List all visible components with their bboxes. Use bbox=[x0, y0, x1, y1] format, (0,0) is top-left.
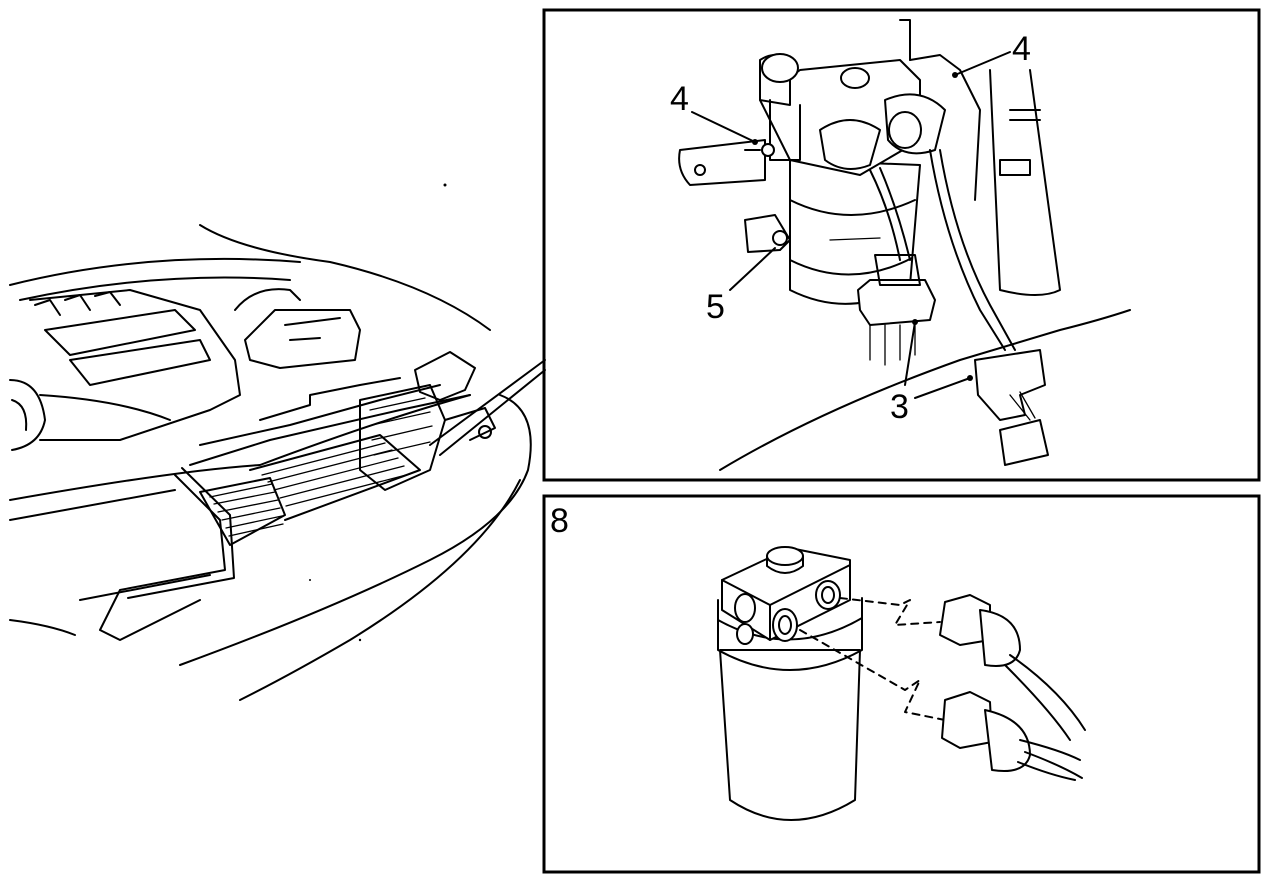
callout-4-right: 4 bbox=[1012, 30, 1031, 68]
receiver-drier bbox=[719, 649, 861, 821]
callout-5-leader bbox=[729, 247, 776, 291]
callout-3: 3 bbox=[890, 388, 909, 426]
callout-3-leader bbox=[914, 377, 971, 399]
callout-4-right-leader bbox=[954, 51, 1011, 76]
top-inset-border bbox=[542, 8, 1261, 482]
callout-4-left-leader bbox=[691, 111, 756, 143]
callout-5: 5 bbox=[706, 288, 725, 326]
pressure-switch-lower bbox=[941, 691, 993, 749]
panel-8-border bbox=[542, 494, 1261, 874]
top-inset-panel: 4 4 5 3 bbox=[542, 8, 1261, 482]
callout-4-left: 4 bbox=[670, 80, 689, 118]
callout-3-leader-b bbox=[904, 321, 916, 386]
panel-8: 8 bbox=[542, 494, 1261, 874]
panel-number-label: 8 bbox=[550, 502, 569, 540]
car-front-overview bbox=[9, 183, 546, 701]
